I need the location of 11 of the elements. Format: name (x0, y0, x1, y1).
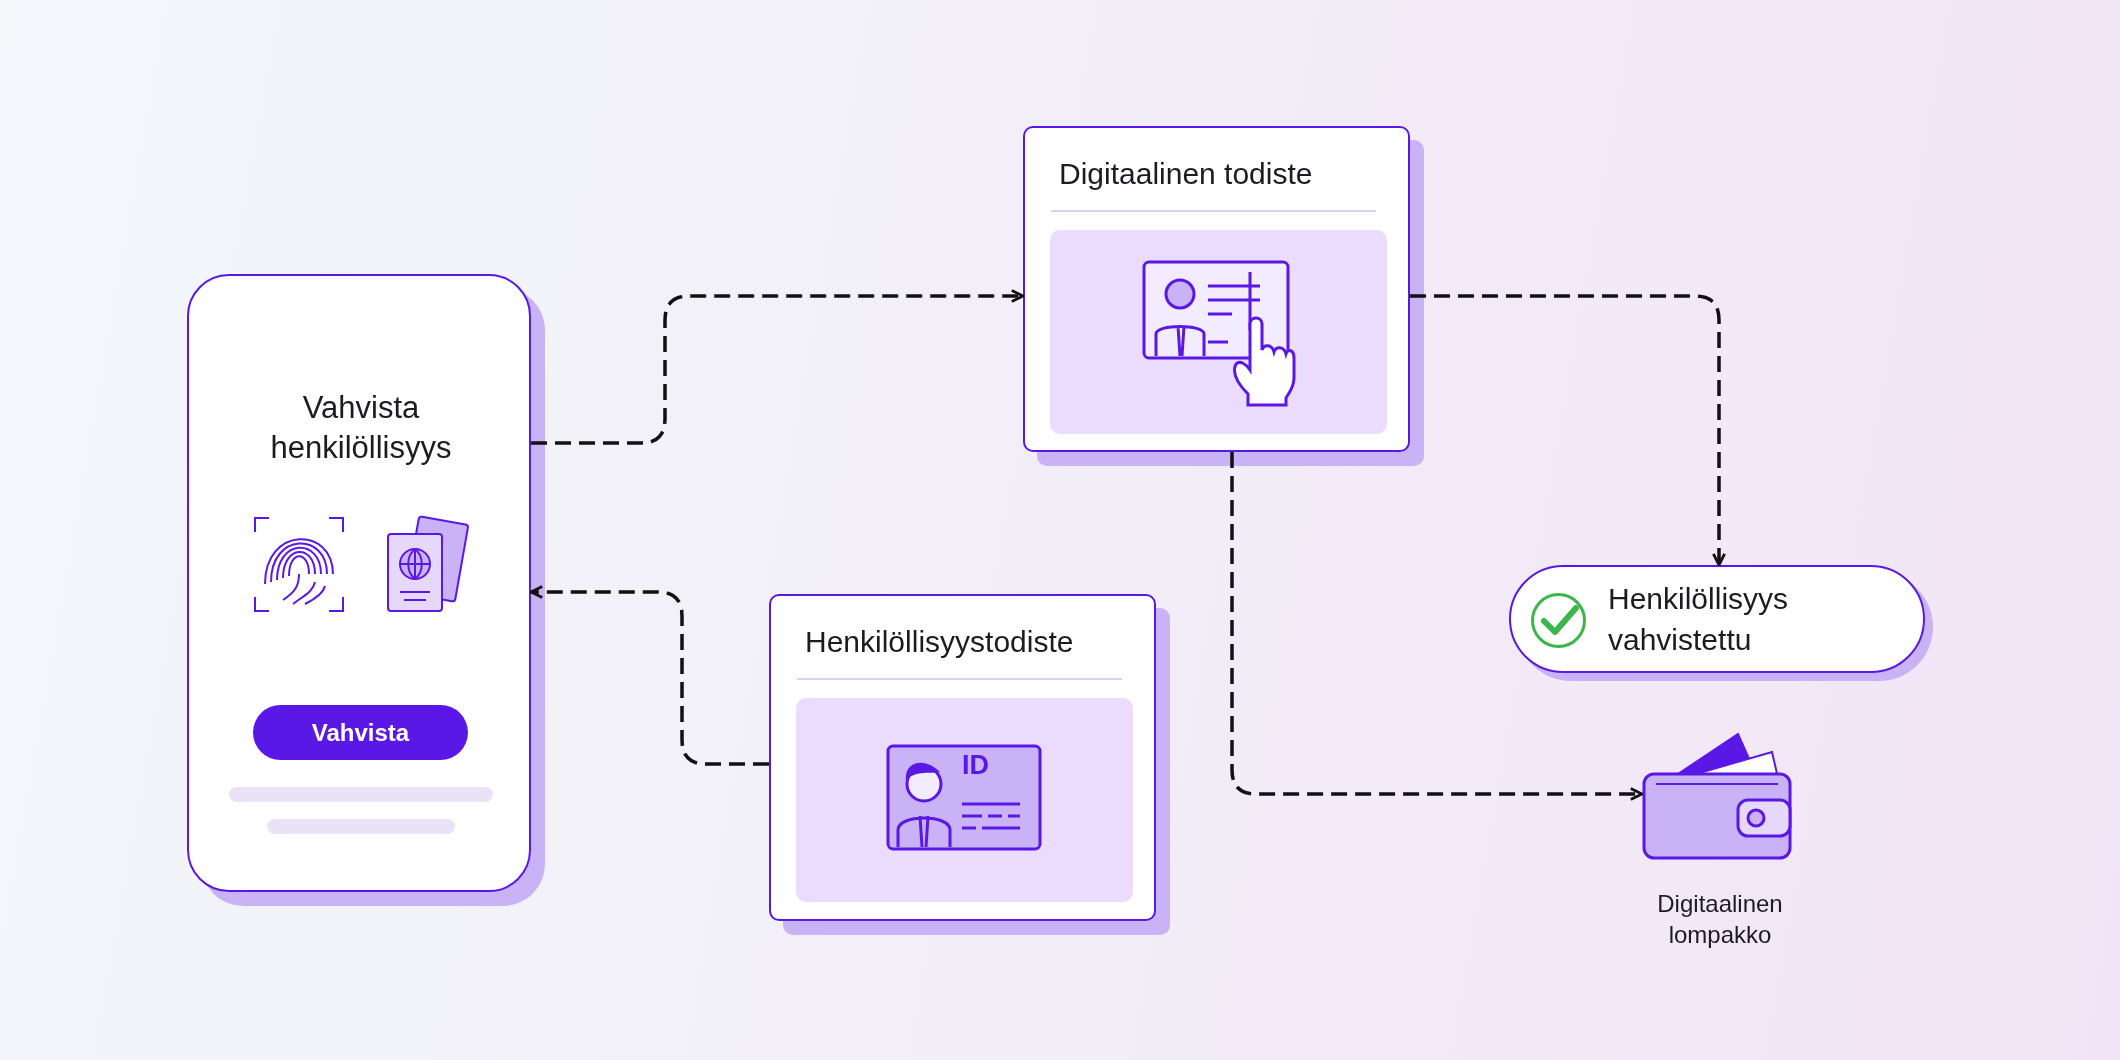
card-title: Vahvista henkilöllisyys (269, 389, 453, 468)
dashed-arrow (1230, 452, 1644, 801)
dashed-arrow (531, 289, 1025, 445)
dashed-arrow (529, 585, 769, 766)
card-title: Digitaalinen todiste (1059, 156, 1313, 192)
status-text: Henkilöllisyys vahvistettu (1608, 581, 1790, 658)
confirm-button: Vahvista (253, 705, 468, 760)
id-text: ID (962, 752, 989, 779)
wallet-caption: Digitaalinen lompakko (1656, 889, 1784, 951)
card-title: Henkilöllisyystodiste (805, 624, 1074, 660)
dashed-arrow (1410, 294, 1726, 567)
